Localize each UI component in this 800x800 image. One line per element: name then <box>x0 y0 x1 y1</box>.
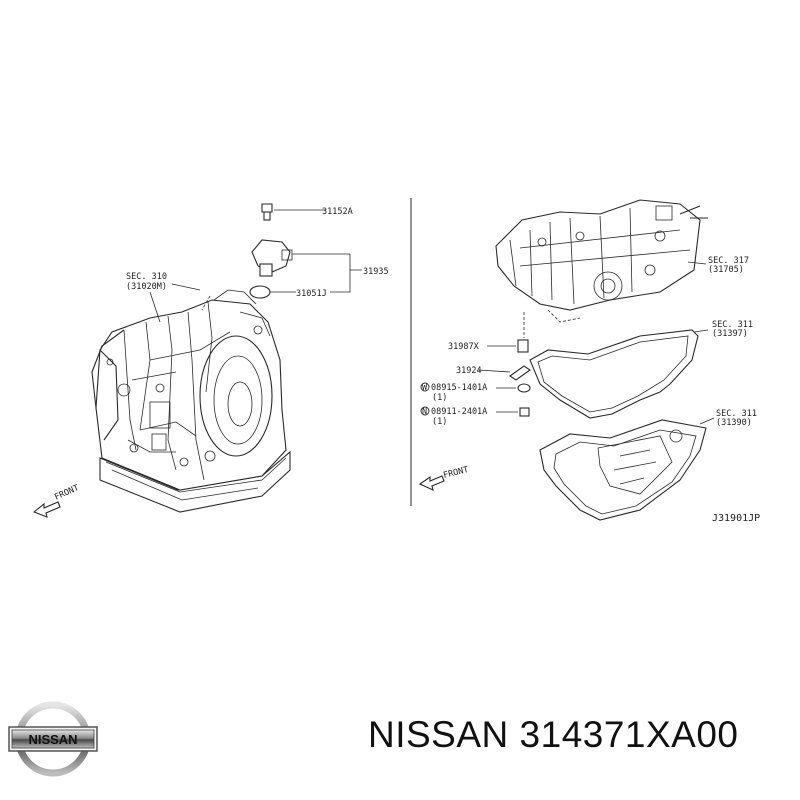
label-sec-317-sub: (31705) <box>708 265 744 275</box>
label-31987x: 31987X <box>448 342 480 352</box>
label-sec-311-b-sub: (31390) <box>716 418 752 428</box>
nissan-logo-icon: NISSAN <box>6 694 100 789</box>
front-arrow-icon <box>32 501 61 518</box>
label-front-left: FRONT <box>53 483 80 503</box>
small-parts <box>477 261 715 425</box>
washer-symbol-icon: W <box>420 382 430 393</box>
valve-body-drawing <box>495 199 708 323</box>
nut-symbol-icon: N <box>420 406 430 417</box>
label-08911-qty: (1) <box>432 417 447 427</box>
label-08915-qty: (1) <box>432 393 447 403</box>
svg-text:W: W <box>422 383 428 393</box>
label-31152a: 31152A <box>322 207 353 217</box>
label-sec-310-sub: (31020M) <box>126 282 167 292</box>
label-sec-317: SEC. 317 <box>708 256 749 266</box>
label-sec-311-a: SEC. 311 <box>712 320 753 330</box>
label-31924: 31924 <box>456 366 482 376</box>
label-sec-310: SEC. 310 <box>126 272 167 282</box>
label-08911-2401a: 08911-2401A <box>431 407 487 417</box>
svg-text:N: N <box>422 407 427 417</box>
label-31935: 31935 <box>363 267 389 277</box>
label-front-right: FRONT <box>442 465 469 481</box>
transmission-case-drawing <box>91 289 291 513</box>
part-number-title: NISSAN 314371XA00 <box>368 714 739 755</box>
oil-pan-drawing <box>539 419 707 521</box>
label-sec-311-b: SEC. 311 <box>716 409 757 419</box>
front-arrow-icon <box>418 475 445 491</box>
label-sec-311-a-sub: (31397) <box>712 329 748 339</box>
sensor-assembly <box>171 203 362 311</box>
gasket-drawing <box>529 329 699 419</box>
label-31051j: 31051J <box>296 289 327 299</box>
diagram-ref-code: J31901JP <box>712 513 760 524</box>
label-08915-1401a: 08915-1401A <box>431 383 487 393</box>
nissan-logo-text: NISSAN <box>28 732 77 747</box>
